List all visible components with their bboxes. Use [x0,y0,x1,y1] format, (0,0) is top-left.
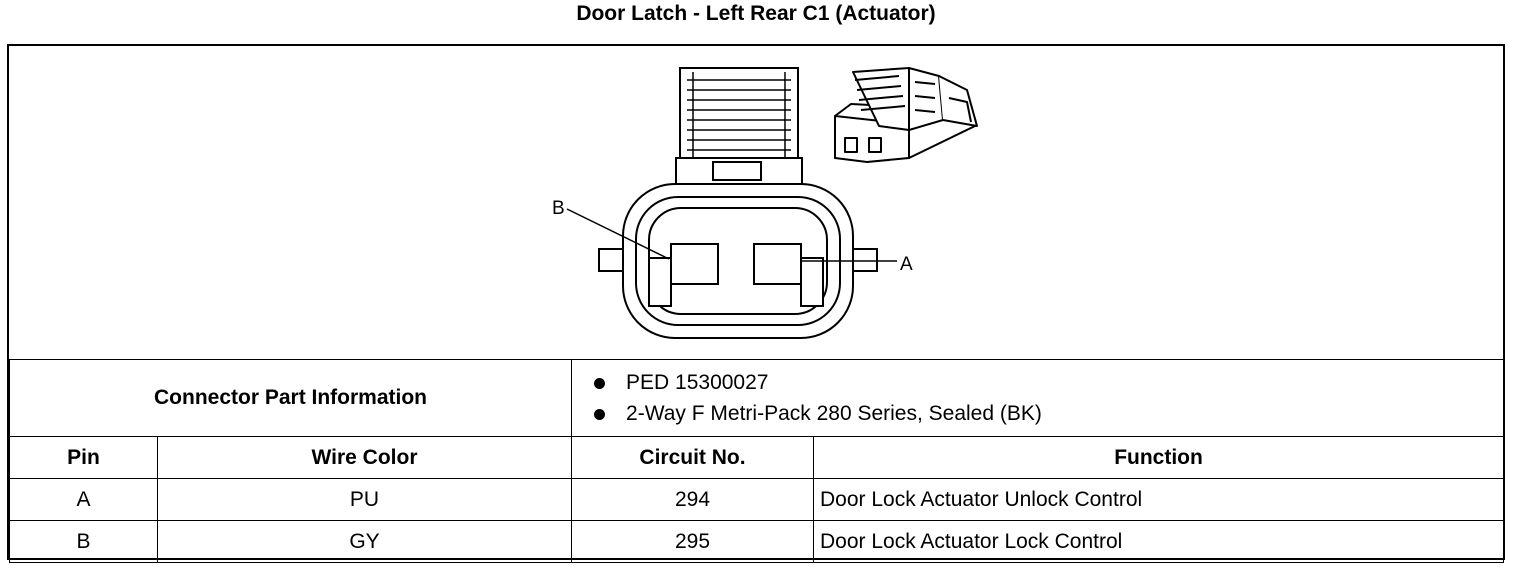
left-ear [598,248,626,272]
table-row: B GY 295 Door Lock Actuator Lock Control [9,520,1505,563]
wire-color-cell: PU [156,478,573,521]
page-title: Door Latch - Left Rear C1 (Actuator) [576,2,936,25]
connector-info-item: 2-Way F Metri-Pack 280 Series, Sealed (B… [594,398,1497,429]
pin-b-cavity [670,243,719,285]
circuit-cell: 294 [571,478,815,521]
latch-tab [712,161,762,181]
table-header-row: Pin Wire Color Circuit No. Function [9,436,1505,479]
connector-info-item: PED 15300027 [594,367,1497,398]
callout-b-leader [566,208,670,260]
connector-frame: B A Connector Part Information [7,44,1505,563]
pinout-table: Connector Part Information PED 15300027 … [8,359,1505,563]
connector-info-list: PED 15300027 2-Way F Metri-Pack 280 Seri… [571,359,1505,437]
pin-a-cavity [753,243,802,285]
connector-diagram: B A [552,67,978,339]
function-cell: Door Lock Actuator Unlock Control [813,478,1505,521]
right-ear [850,248,878,272]
wire-color-cell: GY [156,520,573,563]
latch-housing [679,67,799,165]
header-function: Function [813,436,1505,479]
table-row: A PU 294 Door Lock Actuator Unlock Contr… [9,478,1505,521]
connector-3d-icon [834,67,978,163]
pin-cell: A [9,478,158,521]
connector-info-label: Connector Part Information [8,359,573,437]
header-circuit: Circuit No. [571,436,815,479]
function-cell: Door Lock Actuator Lock Control [813,520,1505,563]
callout-b: B [552,198,565,219]
header-pin: Pin [9,436,158,479]
header-wire-color: Wire Color [156,436,573,479]
pin-cell: B [9,520,158,563]
callout-a: A [900,254,913,275]
circuit-cell: 295 [571,520,815,563]
